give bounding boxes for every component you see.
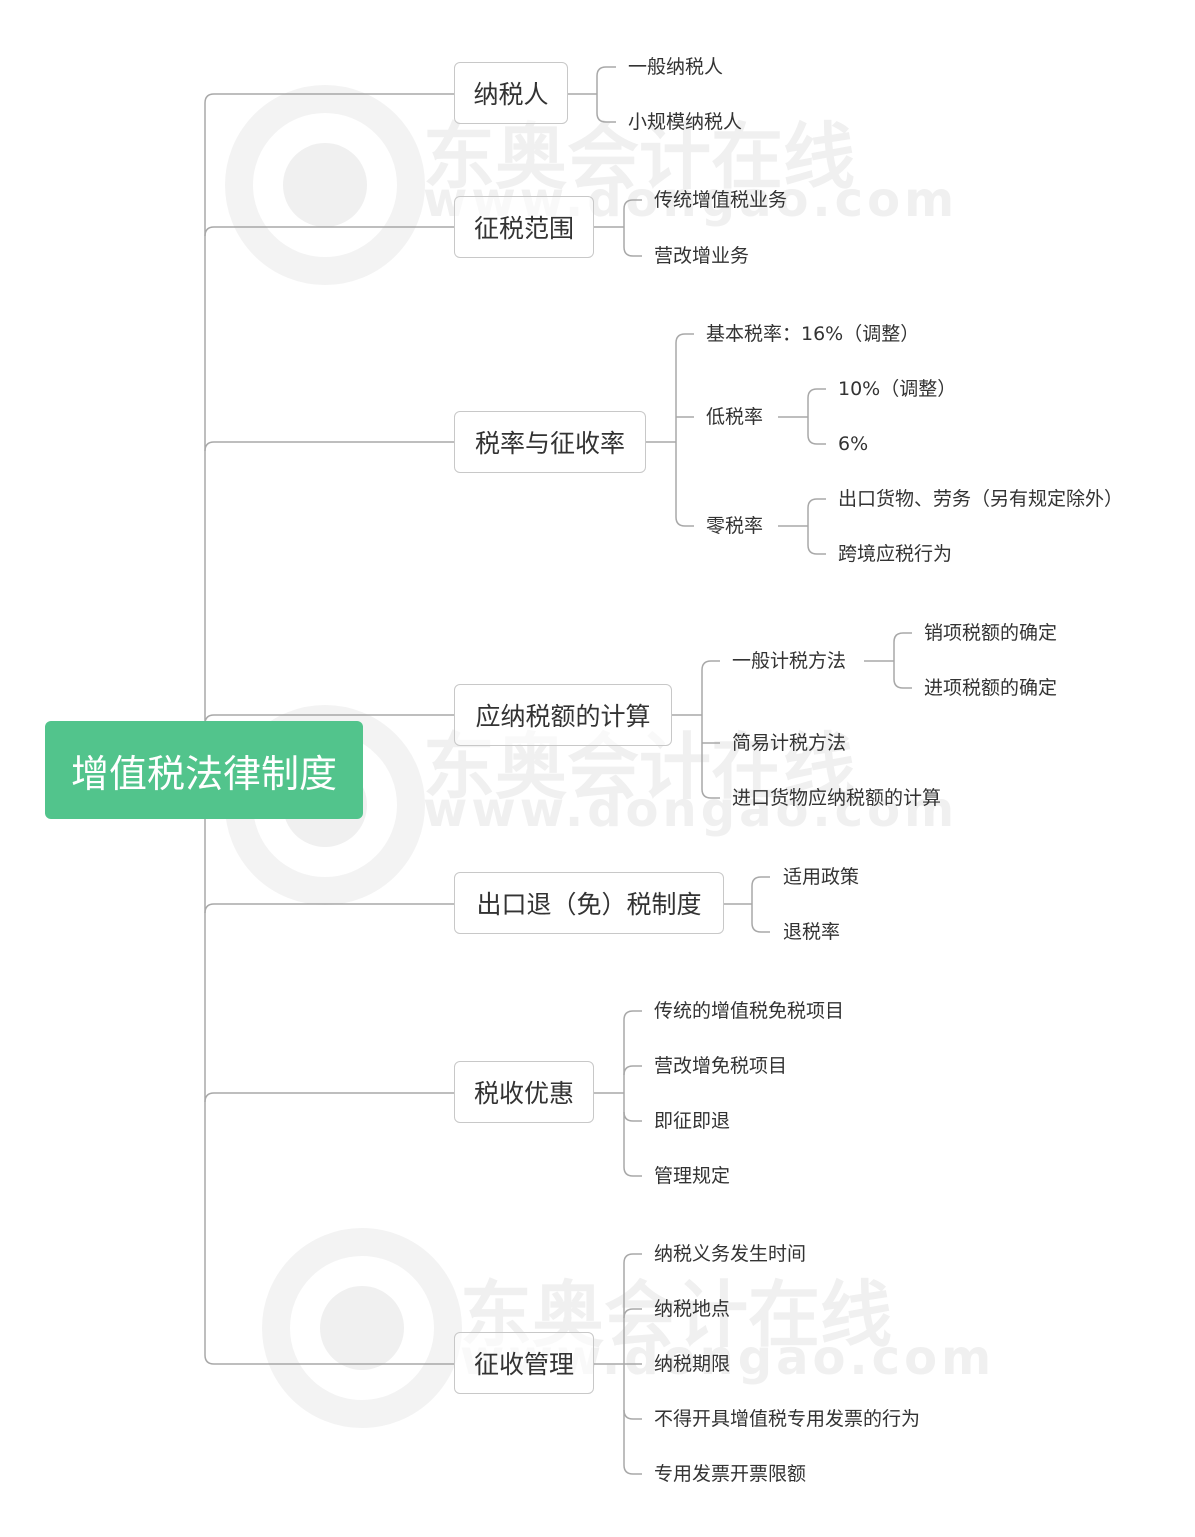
leaf-general-method[interactable]: 一般计税方法 [732, 650, 847, 672]
leaf-small-scale-taxpayer[interactable]: 小规模纳税人 [628, 111, 743, 133]
root-node[interactable]: 增值税法律制度 [45, 721, 363, 819]
leaf-immediate-refund[interactable]: 即征即退 [654, 1110, 731, 1132]
leaf-rate-6[interactable]: 6% [838, 433, 869, 455]
leaf-general-taxpayer[interactable]: 一般纳税人 [628, 56, 724, 78]
leaf-zero-rate[interactable]: 零税率 [706, 515, 764, 537]
leaf-traditional-exemptions[interactable]: 传统的增值税免税项目 [654, 1000, 845, 1022]
node-taxation-scope[interactable]: 征税范围 [454, 196, 594, 258]
leaf-invoice-limit[interactable]: 专用发票开票限额 [654, 1463, 807, 1485]
leaf-output-tax[interactable]: 销项税额的确定 [924, 622, 1058, 644]
node-collection-management[interactable]: 征收管理 [454, 1332, 594, 1394]
leaf-tax-period[interactable]: 纳税期限 [654, 1353, 731, 1375]
leaf-input-tax[interactable]: 进项税额的确定 [924, 677, 1058, 699]
leaf-refund-rate[interactable]: 退税率 [783, 921, 841, 943]
leaf-low-rate[interactable]: 低税率 [706, 406, 764, 428]
leaf-traditional-vat[interactable]: 传统增值税业务 [654, 189, 788, 211]
node-tax-incentives[interactable]: 税收优惠 [454, 1061, 594, 1123]
node-export-refund[interactable]: 出口退（免）税制度 [454, 872, 724, 934]
node-tax-rates[interactable]: 税率与征收率 [454, 411, 646, 473]
leaf-obligation-time[interactable]: 纳税义务发生时间 [654, 1243, 807, 1265]
leaf-tax-place[interactable]: 纳税地点 [654, 1298, 731, 1320]
leaf-cross-border[interactable]: 跨境应税行为 [838, 543, 953, 565]
leaf-export-goods[interactable]: 出口货物、劳务（另有规定除外） [838, 488, 1124, 510]
leaf-management-rules[interactable]: 管理规定 [654, 1165, 731, 1187]
leaf-simple-method[interactable]: 简易计税方法 [732, 732, 847, 754]
leaf-basic-rate[interactable]: 基本税率：16%（调整） [706, 323, 920, 345]
leaf-bt-to-vat[interactable]: 营改增业务 [654, 245, 750, 267]
node-tax-calculation[interactable]: 应纳税额的计算 [454, 684, 672, 746]
leaf-applicable-policy[interactable]: 适用政策 [783, 866, 860, 888]
leaf-import-calculation[interactable]: 进口货物应纳税额的计算 [732, 787, 942, 809]
leaf-no-special-invoice[interactable]: 不得开具增值税专用发票的行为 [654, 1408, 921, 1430]
leaf-bt-vat-exemptions[interactable]: 营改增免税项目 [654, 1055, 788, 1077]
leaf-rate-10[interactable]: 10%（调整） [838, 378, 957, 400]
node-taxpayer[interactable]: 纳税人 [454, 62, 568, 124]
